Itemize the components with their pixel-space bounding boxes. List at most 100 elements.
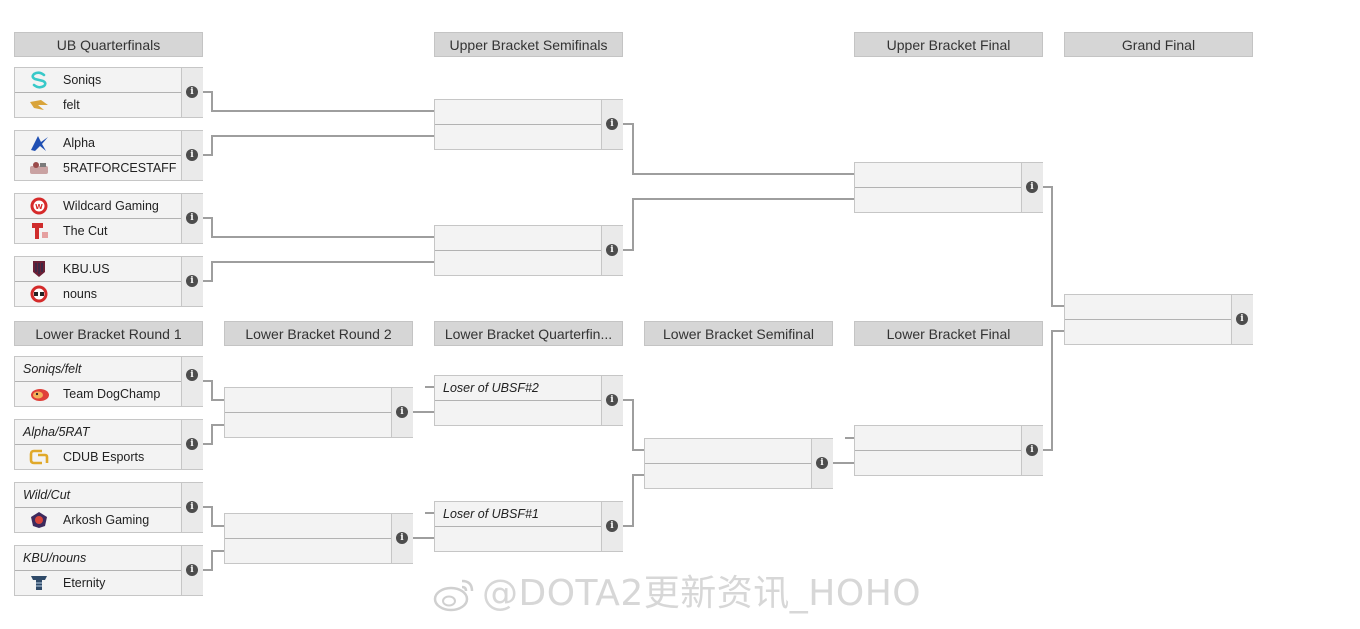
team-name: Soniqs — [63, 73, 102, 87]
placeholder-slot: Wild/Cut — [23, 488, 71, 502]
empty-slot[interactable] — [225, 514, 391, 538]
match-info-bar: i — [181, 546, 203, 595]
team-slot[interactable]: Alpha — [15, 131, 181, 155]
kbu-logo-icon — [33, 261, 45, 277]
match-lb-r1-2[interactable]: Alpha/5RAT CDUB Esports i — [14, 419, 203, 470]
match-lb-qf-2[interactable]: Loser of UBSF#1 i — [434, 501, 623, 552]
info-icon[interactable]: i — [606, 244, 618, 256]
info-icon[interactable]: i — [186, 212, 198, 224]
info-icon[interactable]: i — [606, 118, 618, 130]
match-ub-qf-1[interactable]: Soniqs felt i — [14, 67, 203, 118]
alpha-logo-icon — [31, 136, 48, 151]
team-name: felt — [63, 98, 80, 112]
match-lb-semifinal[interactable]: i — [644, 438, 833, 489]
info-icon[interactable]: i — [186, 275, 198, 287]
header-grand-final: Grand Final — [1064, 32, 1253, 57]
team-name: Eternity — [63, 576, 106, 590]
team-name: The Cut — [63, 224, 108, 238]
info-icon[interactable]: i — [396, 532, 408, 544]
match-lb-r1-3[interactable]: Wild/Cut Arkosh Gaming i — [14, 482, 203, 533]
header-ub-final: Upper Bracket Final — [854, 32, 1043, 57]
arkosh-logo-icon — [31, 512, 47, 528]
empty-slot[interactable] — [435, 401, 601, 425]
empty-slot[interactable] — [855, 426, 1021, 450]
divider — [645, 463, 811, 464]
info-icon[interactable]: i — [186, 86, 198, 98]
info-icon[interactable]: i — [186, 149, 198, 161]
empty-slot[interactable] — [645, 439, 811, 463]
info-icon[interactable]: i — [816, 457, 828, 469]
info-icon[interactable]: i — [1236, 313, 1248, 325]
match-lb-r2-2[interactable]: i — [224, 513, 413, 564]
divider — [855, 187, 1021, 188]
empty-slot[interactable] — [855, 188, 1021, 212]
team-name: Wildcard Gaming — [63, 199, 159, 213]
placeholder-slot: Loser of UBSF#1 — [443, 507, 539, 521]
empty-slot[interactable] — [435, 527, 601, 551]
empty-slot[interactable] — [225, 388, 391, 412]
match-lb-r2-1[interactable]: i — [224, 387, 413, 438]
team-slot[interactable]: 5RATFORCESTAFF — [15, 156, 181, 180]
team-slot[interactable]: nouns — [15, 282, 181, 306]
empty-slot[interactable] — [645, 464, 811, 488]
info-icon[interactable]: i — [186, 438, 198, 450]
divider — [15, 381, 181, 382]
match-info-bar: i — [181, 357, 203, 406]
match-lb-r1-1[interactable]: Soniqs/felt Team DogChamp i — [14, 356, 203, 407]
empty-slot[interactable] — [225, 413, 391, 437]
info-icon[interactable]: i — [1026, 181, 1038, 193]
5ratforcestaff-logo-icon — [30, 162, 48, 174]
dogchamp-logo-icon — [31, 389, 49, 401]
header-lb-semifinal: Lower Bracket Semifinal — [644, 321, 833, 346]
info-icon[interactable]: i — [396, 406, 408, 418]
team-slot[interactable]: Eternity — [15, 571, 181, 595]
match-ub-qf-4[interactable]: KBU.US nouns i — [14, 256, 203, 307]
placeholder-slot: Loser of UBSF#2 — [443, 381, 539, 395]
info-icon[interactable]: i — [606, 520, 618, 532]
header-ub-quarterfinals: UB Quarterfinals — [14, 32, 203, 57]
match-lb-r1-4[interactable]: KBU/nouns Eternity i — [14, 545, 203, 596]
match-info-bar: i — [1021, 163, 1043, 212]
empty-slot[interactable] — [1065, 320, 1231, 344]
empty-slot[interactable] — [855, 163, 1021, 187]
match-ub-sf-2[interactable]: i — [434, 225, 623, 276]
info-icon[interactable]: i — [186, 564, 198, 576]
empty-slot[interactable] — [1065, 295, 1231, 319]
empty-slot[interactable] — [435, 125, 601, 149]
info-icon[interactable]: i — [606, 394, 618, 406]
empty-slot[interactable] — [225, 539, 391, 563]
info-icon[interactable]: i — [186, 369, 198, 381]
team-slot[interactable]: Team DogChamp — [15, 382, 181, 406]
cdub-logo-icon — [29, 449, 49, 465]
divider — [1065, 319, 1231, 320]
team-slot[interactable]: felt — [15, 93, 181, 117]
header-lb-quarterfinal: Lower Bracket Quarterfin... — [434, 321, 623, 346]
team-slot[interactable]: W Wildcard Gaming — [15, 194, 181, 218]
info-icon[interactable]: i — [1026, 444, 1038, 456]
match-grand-final[interactable]: i — [1064, 294, 1253, 345]
divider — [225, 538, 391, 539]
team-slot[interactable]: The Cut — [15, 219, 181, 243]
team-slot[interactable]: CDUB Esports — [15, 445, 181, 469]
match-info-bar: i — [1231, 295, 1253, 344]
match-ub-final[interactable]: i — [854, 162, 1043, 213]
weibo-icon — [433, 579, 474, 612]
match-lb-qf-1[interactable]: Loser of UBSF#2 i — [434, 375, 623, 426]
info-icon[interactable]: i — [186, 501, 198, 513]
match-info-bar: i — [601, 100, 623, 149]
match-ub-qf-3[interactable]: W Wildcard Gaming The Cut i — [14, 193, 203, 244]
empty-slot[interactable] — [435, 226, 601, 250]
match-ub-sf-1[interactable]: i — [434, 99, 623, 150]
empty-slot[interactable] — [435, 251, 601, 275]
match-ub-qf-2[interactable]: Alpha 5RATFORCESTAFF i — [14, 130, 203, 181]
team-slot[interactable]: Soniqs — [15, 68, 181, 92]
match-info-bar: i — [811, 439, 833, 488]
match-info-bar: i — [181, 194, 203, 243]
nouns-logo-icon — [30, 285, 48, 303]
team-slot[interactable]: Arkosh Gaming — [15, 508, 181, 532]
match-lb-final[interactable]: i — [854, 425, 1043, 476]
empty-slot[interactable] — [855, 451, 1021, 475]
team-slot[interactable]: KBU.US — [15, 257, 181, 281]
empty-slot[interactable] — [435, 100, 601, 124]
